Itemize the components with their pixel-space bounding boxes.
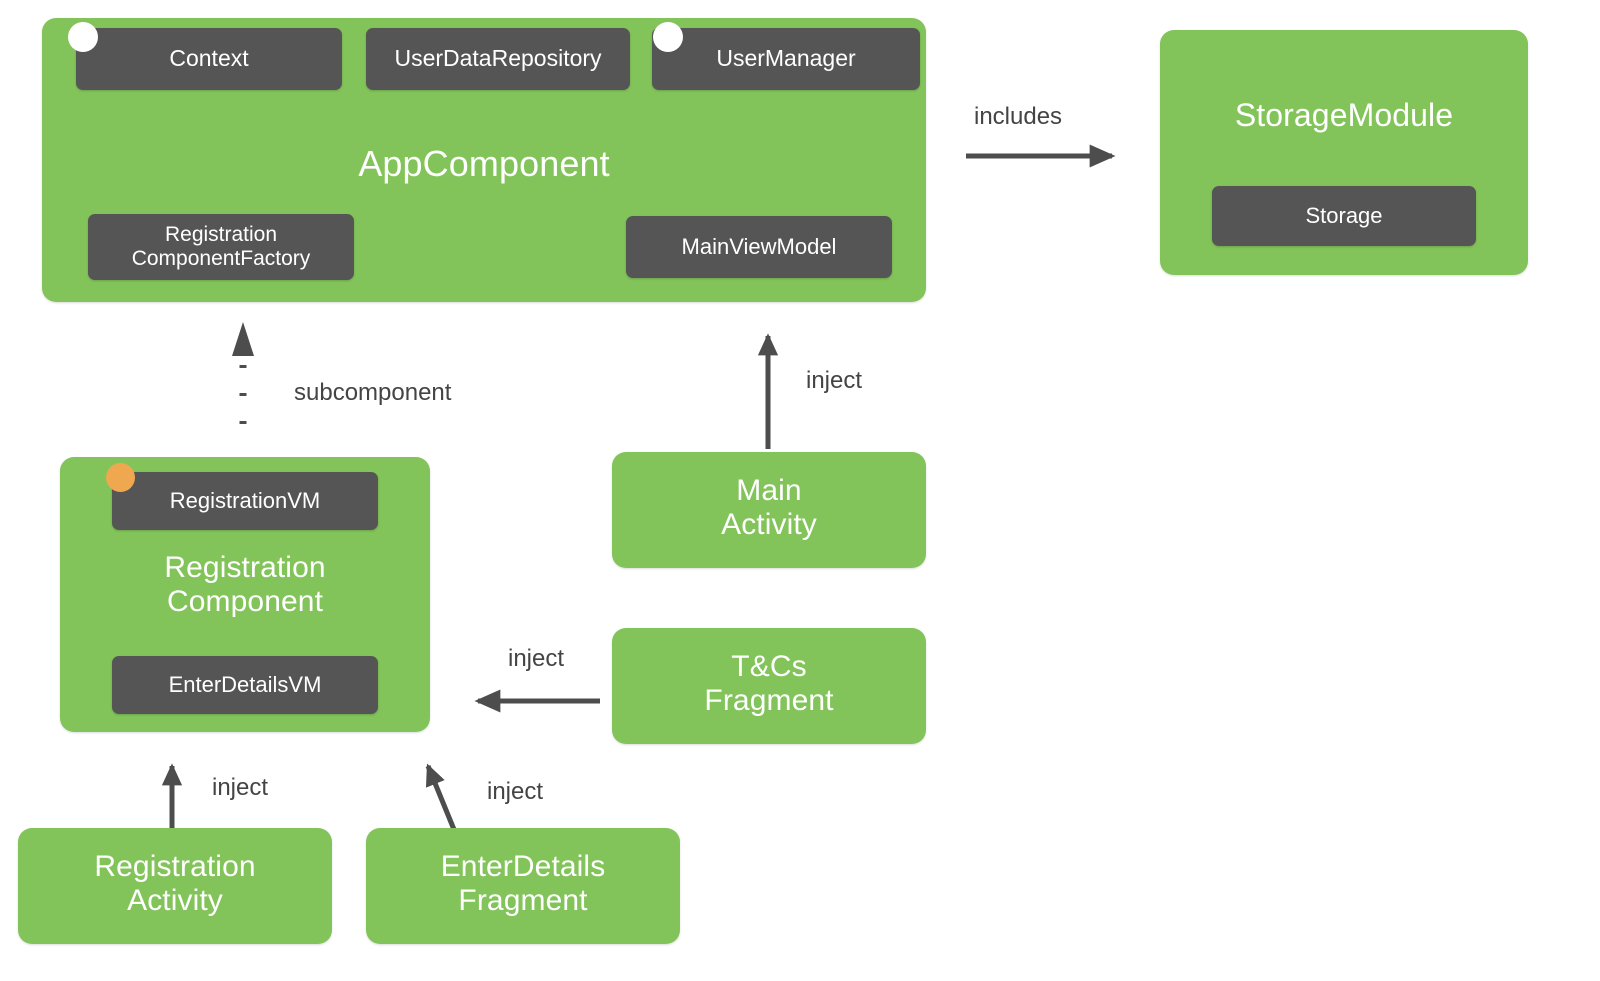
main-activity-label: Main Activity [721, 474, 817, 541]
registration-component-title: Registration Component [164, 551, 326, 618]
client-tcs-fragment[interactable]: T&Cs Fragment [612, 628, 926, 744]
dependency-chip-storage[interactable]: Storage [1212, 186, 1476, 246]
binding-dot-usermanager-icon [653, 22, 683, 52]
binding-dot-context-icon [68, 22, 98, 52]
edge-label-includes: includes [974, 103, 1063, 130]
dependency-chip-label: Registration ComponentFactory [131, 223, 311, 270]
dependency-chip-label: EnterDetailsVM [168, 671, 322, 697]
client-enter-details-fragment[interactable]: EnterDetails Fragment [366, 828, 680, 944]
dependency-chip-registrationcomponentfactory[interactable]: Registration ComponentFactory [88, 214, 354, 280]
dependency-chip-label: Context [169, 45, 249, 72]
edge-label-subcomponent: subcomponent [294, 379, 452, 406]
client-main-activity[interactable]: Main Activity [612, 452, 926, 568]
client-registration-activity[interactable]: Registration Activity [18, 828, 332, 944]
dependency-chip-label: Storage [1305, 202, 1383, 228]
dependency-chip-enterdetailsvm[interactable]: EnterDetailsVM [112, 656, 378, 714]
enter-details-fragment-label: EnterDetails Fragment [440, 850, 606, 917]
edge-label-inject-tcs-fragment: inject [508, 645, 565, 672]
dependency-chip-label: UserManager [716, 45, 856, 72]
edge-inject-enter-details-fragment-arrow [425, 763, 458, 833]
dependency-chip-registrationvm[interactable]: RegistrationVM [112, 472, 378, 530]
dependency-chip-usermanager[interactable]: UserManager [652, 28, 920, 90]
dependency-chip-userdatarepository[interactable]: UserDataRepository [366, 28, 630, 90]
edge-label-inject-main-activity: inject [806, 367, 863, 394]
edge-label-inject-enter-details-fragment: inject [487, 778, 544, 805]
dependency-chip-label: RegistrationVM [169, 487, 321, 513]
storage-module-title: StorageModule [1234, 97, 1454, 133]
edge-subcomponent-arrow [232, 322, 254, 424]
edge-label-inject-registration-activity: inject [212, 774, 269, 801]
binding-dot-registrationvm-icon [106, 463, 135, 492]
dependency-chip-label: UserDataRepository [394, 45, 602, 72]
dependency-chip-context[interactable]: Context [76, 28, 342, 90]
tcs-fragment-label: T&Cs Fragment [704, 650, 834, 717]
registration-activity-label: Registration Activity [94, 850, 256, 917]
dependency-chip-label: MainViewModel [681, 233, 837, 259]
app-component-title: AppComponent [358, 143, 610, 184]
dependency-chip-mainviewmodel[interactable]: MainViewModel [626, 216, 892, 278]
